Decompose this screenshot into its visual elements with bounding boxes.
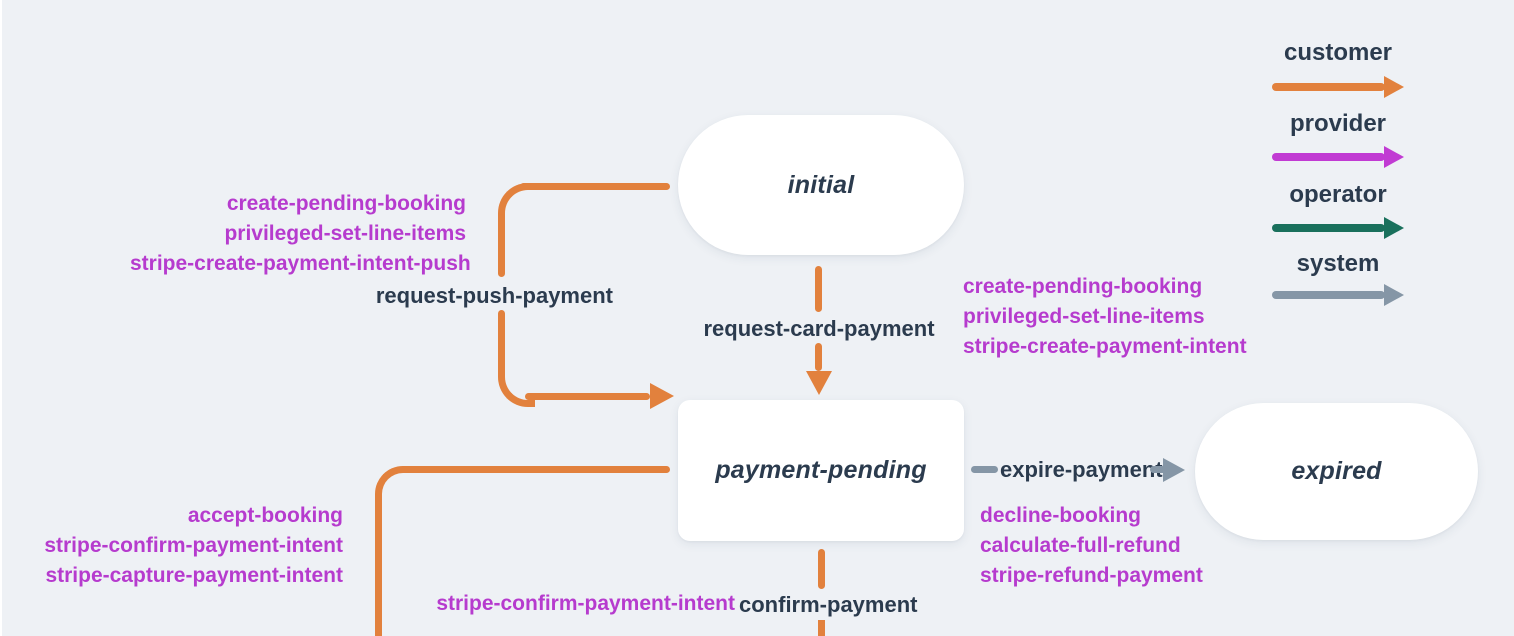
action-item: create-pending-booking	[963, 275, 1203, 298]
edge-line	[818, 620, 825, 636]
edge-line	[375, 496, 382, 636]
actions-request-push-payment: create-pending-booking privileged-set-li…	[130, 189, 471, 279]
state-node-initial: initial	[678, 115, 964, 255]
edge-line	[520, 183, 670, 190]
edge-line	[818, 549, 825, 589]
system-arrow-icon	[1272, 291, 1385, 299]
transition-label-confirm-payment: confirm-payment	[739, 592, 918, 618]
actions-request-card-payment: create-pending-booking privileged-set-li…	[963, 272, 1247, 362]
left-edge-highlight	[0, 0, 2, 636]
edge-line	[400, 466, 670, 473]
action-item: stripe-refund-payment	[980, 564, 1203, 587]
state-node-payment-pending: payment-pending	[678, 400, 964, 541]
state-node-expired: expired	[1195, 403, 1478, 540]
edge-corner	[498, 183, 535, 224]
system-arrowhead-icon	[1384, 284, 1404, 306]
state-label: expired	[1291, 457, 1382, 485]
transition-label-request-push-payment: request-push-payment	[345, 283, 613, 309]
legend-label-operator: operator	[1289, 181, 1387, 208]
arrowhead-icon	[806, 371, 832, 395]
actions-confirm-payment: stripe-confirm-payment-intent	[430, 589, 735, 619]
action-item: create-pending-booking	[226, 192, 466, 215]
state-label: initial	[787, 170, 855, 199]
action-item: calculate-full-refund	[980, 534, 1181, 557]
edge-line	[815, 343, 822, 371]
transition-label-request-card-payment: request-card-payment	[699, 316, 939, 342]
edge-line	[525, 393, 650, 400]
action-item: stripe-create-payment-intent-push	[130, 252, 471, 275]
actions-expire-payment: decline-booking calculate-full-refund st…	[980, 501, 1203, 591]
edge-line	[498, 310, 505, 372]
provider-arrowhead-icon	[1384, 146, 1404, 168]
legend-label-system: system	[1296, 250, 1380, 277]
state-label: payment-pending	[715, 456, 927, 484]
arrowhead-icon	[650, 383, 674, 409]
edge-line	[971, 466, 998, 473]
actions-accept: accept-booking stripe-confirm-payment-in…	[40, 501, 343, 591]
action-item: stripe-capture-payment-intent	[45, 564, 343, 587]
action-item: privileged-set-line-items	[963, 305, 1205, 328]
edge-line	[815, 266, 822, 312]
edge-line	[1150, 466, 1166, 473]
edge-corner	[375, 466, 410, 505]
action-item: accept-booking	[187, 504, 343, 527]
customer-arrowhead-icon	[1384, 76, 1404, 98]
action-item: stripe-confirm-payment-intent	[436, 592, 735, 615]
transition-label-expire-payment: expire-payment	[1000, 457, 1163, 483]
action-item: privileged-set-line-items	[224, 222, 466, 245]
action-item: stripe-confirm-payment-intent	[44, 534, 343, 557]
operator-arrowhead-icon	[1384, 217, 1404, 239]
edge-corner	[498, 366, 535, 407]
action-item: stripe-create-payment-intent	[963, 335, 1247, 358]
provider-arrow-icon	[1272, 153, 1385, 161]
edge-line	[498, 214, 505, 277]
customer-arrow-icon	[1272, 83, 1385, 91]
legend-label-provider: provider	[1289, 110, 1387, 137]
arrowhead-icon	[1163, 458, 1185, 482]
legend-label-customer: customer	[1283, 39, 1393, 66]
operator-arrow-icon	[1272, 224, 1385, 232]
action-item: decline-booking	[980, 504, 1142, 527]
